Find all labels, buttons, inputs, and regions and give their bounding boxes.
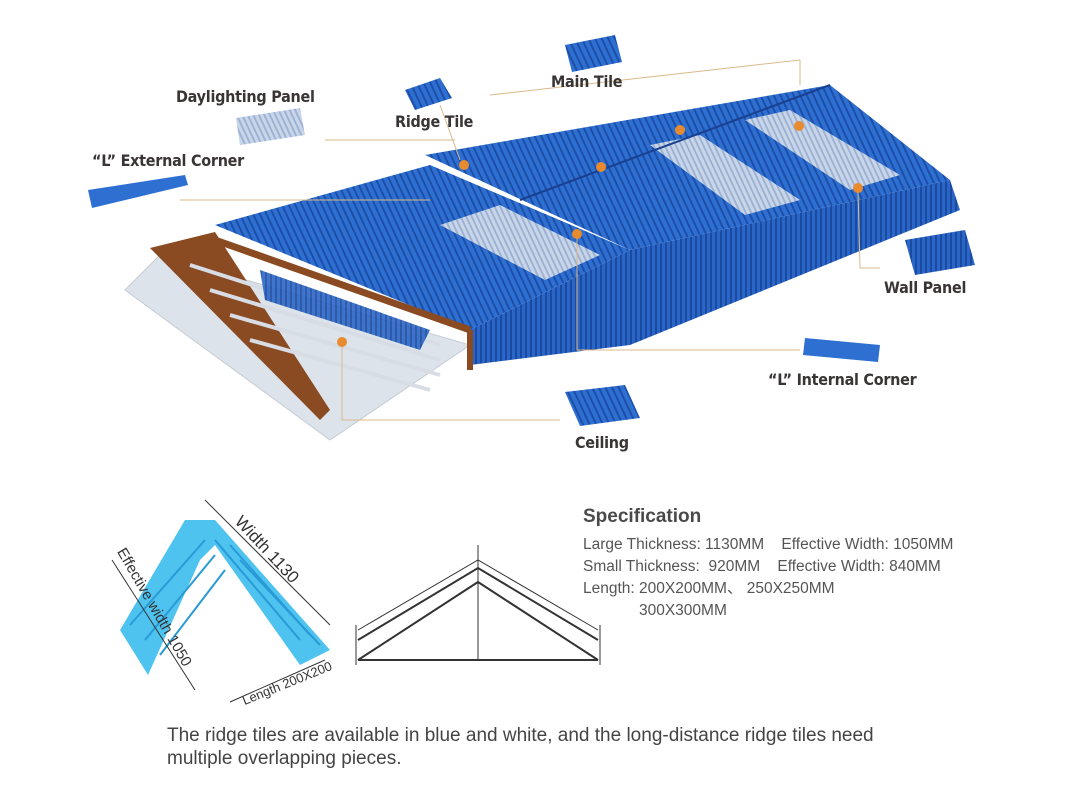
- lower-roof: [215, 165, 630, 330]
- label-ceiling: Ceiling: [575, 433, 629, 452]
- upper-daylight-1: [650, 135, 800, 215]
- upper-daylight-2: [745, 110, 900, 190]
- label-ridge-tile: Ridge Tile: [395, 112, 474, 131]
- lower-front-wall: [470, 250, 630, 365]
- lower-daylight-strip: [440, 205, 600, 280]
- caption: The ridge tiles are available in blue an…: [167, 725, 874, 769]
- internal-corner-sample: [803, 338, 880, 362]
- ceiling-sample: [565, 385, 640, 426]
- ridge-tile-sample: [405, 78, 452, 110]
- wall-panel-sample: [905, 230, 975, 275]
- ridge-line: [519, 84, 831, 201]
- ridge-cross-section: [355, 545, 601, 665]
- label-wall-panel: Wall Panel: [884, 278, 967, 297]
- spec-line: Length: 200X200MM、 250X250MM: [583, 580, 835, 597]
- external-corner-sample: [88, 175, 188, 208]
- daylighting-panel-sample: [236, 108, 305, 145]
- specification-block: Specification Large Thickness: 1130MM Ef…: [583, 506, 953, 622]
- steel-frame: [150, 232, 473, 420]
- upper-side-wall: [630, 180, 960, 345]
- label-main-tile: Main Tile: [551, 72, 623, 91]
- label-l-external-corner: “L” External Corner: [92, 151, 245, 170]
- specification-title: Specification: [583, 506, 702, 527]
- label-daylighting-panel: Daylighting Panel: [176, 87, 315, 106]
- ridge-tile-product: [111, 499, 331, 703]
- callout-dots: [337, 121, 863, 347]
- spec-line: Large Thickness: 1130MM Effective Width:…: [583, 536, 954, 553]
- label-l-internal-corner: “L” Internal Corner: [768, 370, 917, 389]
- spec-line: 300X300MM: [583, 602, 727, 619]
- main-tile-sample: [565, 35, 622, 72]
- spec-line: Small Thickness: 920MM Effective Width: …: [583, 558, 941, 575]
